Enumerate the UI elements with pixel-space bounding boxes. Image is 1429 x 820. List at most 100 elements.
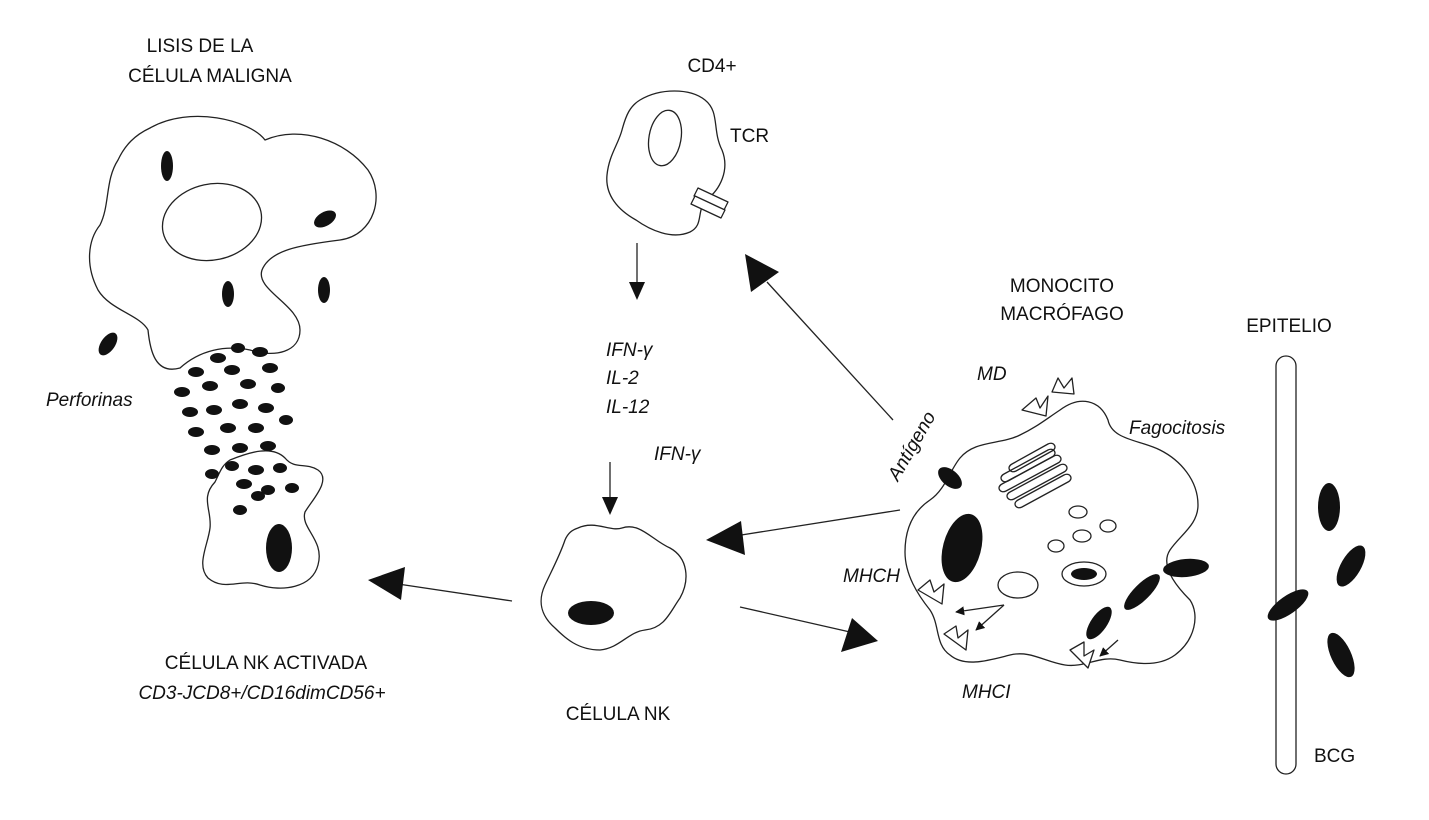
malignant-granule: [314, 210, 336, 228]
epithelium: [1267, 355, 1366, 775]
bcg-bacterium-entering: [1086, 606, 1112, 640]
perforin-granule: [202, 381, 218, 391]
cd4-cell-outline: [606, 90, 726, 236]
malignant-granule: [161, 151, 173, 181]
bcg-bacterium: [1267, 589, 1309, 621]
perforin-granule: [285, 483, 299, 493]
monocyte-label-line2: MACRÓFAGO: [1000, 303, 1124, 325]
bcg-bacterium-entering: [1163, 558, 1209, 578]
tcr-label: TCR: [730, 126, 769, 147]
vesicle: [1099, 519, 1117, 533]
malignant-cell: [88, 115, 377, 370]
mhch-receptor: [917, 579, 945, 605]
bcg-bacterium-entering: [1124, 574, 1160, 610]
malignant-granule: [318, 277, 330, 303]
perforin-granule: [271, 383, 285, 393]
vesicle: [1047, 539, 1065, 553]
malignant-cell-outline: [88, 115, 377, 370]
cytokine-label-3: IL-12: [606, 397, 650, 418]
activated-nk-label-line2: CD3-JCD8+/CD16dimCD56+: [138, 683, 385, 704]
nk-cell-outline: [540, 524, 687, 651]
epitelio-label: EPITELIO: [1246, 316, 1332, 337]
perforin-granule: [262, 363, 278, 373]
macrophage-nucleus: [941, 513, 983, 583]
perforin-granule: [210, 353, 226, 363]
monocyte-label-line1: MONOCITO: [1010, 276, 1114, 297]
cd4-t-cell: [606, 90, 729, 236]
arrow-nk-to-activated-nk: [368, 567, 513, 602]
cd4-label: CD4+: [687, 56, 736, 77]
perforin-granule: [174, 387, 190, 397]
activated-nk-nucleus: [266, 524, 292, 572]
md-receptor: [1051, 377, 1075, 395]
perforin-granule: [205, 469, 219, 479]
malignant-granule: [222, 281, 234, 307]
perforin-granule: [248, 465, 264, 475]
perforin-granule: [258, 403, 274, 413]
md-label: MD: [977, 364, 1007, 385]
presentation-arrow: [975, 604, 1005, 631]
macrophage-outline: [904, 400, 1199, 667]
antigen-particle: [938, 467, 962, 489]
ifn-gamma-label: IFN-γ: [654, 444, 702, 465]
bcg-label: BCG: [1314, 746, 1355, 767]
perforin-granule: [206, 405, 222, 415]
md-receptor: [1021, 395, 1049, 417]
cd4-nucleus: [647, 109, 683, 167]
perforin-granule: [240, 379, 256, 389]
phagosome: [997, 571, 1039, 599]
presentation-arrow: [955, 604, 1005, 616]
vesicle: [1068, 505, 1088, 519]
epithelium-bar: [1275, 355, 1297, 775]
perforin-granule: [204, 445, 220, 455]
lysis-label-line2: CÉLULA MALIGNA: [128, 66, 292, 87]
perforin-granule: [188, 367, 204, 377]
perforin-granule: [273, 463, 287, 473]
perforin-granule: [220, 423, 236, 433]
perforin-granule: [248, 423, 264, 433]
activated-nk-cell: [202, 450, 324, 589]
arrow-macrophage-to-cd4: [745, 254, 894, 421]
vesicle: [1072, 529, 1092, 543]
arrow-nk-to-macrophage: [739, 606, 878, 652]
lysis-label-line1: LISIS DE LA: [147, 36, 254, 57]
detached-granule: [98, 332, 118, 356]
perforin-granule: [252, 347, 268, 357]
activated-nk-outline: [202, 450, 324, 589]
arrow-macrophage-to-nk: [706, 509, 901, 555]
macrophage: [904, 377, 1209, 669]
bcg-bacterium: [1318, 483, 1340, 531]
perforin-granule: [225, 461, 239, 471]
activated-nk-label-line1: CÉLULA NK ACTIVADA: [165, 653, 368, 674]
nk-cell-label: CÉLULA NK: [566, 704, 671, 725]
cytokine-label-1: IFN-γ: [606, 340, 654, 361]
perforin-granule: [261, 485, 275, 495]
bcg-bacterium: [1336, 545, 1366, 587]
presentation-arrow: [1099, 639, 1119, 657]
perforin-granules: [174, 343, 299, 515]
fagocitosis-label: Fagocitosis: [1129, 418, 1226, 439]
perforin-granule: [236, 479, 252, 489]
bcg-bacterium: [1327, 632, 1355, 678]
perforin-granule: [182, 407, 198, 417]
perforin-granule: [188, 427, 204, 437]
perforin-granule: [231, 343, 245, 353]
perforin-granule: [251, 491, 265, 501]
perforin-granule: [260, 441, 276, 451]
mhci-label: MHCI: [962, 682, 1011, 703]
cytokine-label-2: IL-2: [606, 368, 639, 389]
endoplasmic-reticulum: [998, 442, 1072, 509]
perforin-granule: [279, 415, 293, 425]
perforin-granule: [233, 505, 247, 515]
mhci-receptor: [943, 625, 969, 651]
phagosome-with-bacterium: [1061, 561, 1107, 587]
perforin-granule: [232, 443, 248, 453]
nk-nucleus: [568, 601, 614, 625]
malignant-cell-nucleus: [161, 182, 263, 262]
mhch-label: MHCH: [843, 566, 900, 587]
arrow-cd4-to-cytokines: [629, 243, 645, 300]
perforinas-label: Perforinas: [46, 390, 133, 411]
mhci-receptor: [1069, 641, 1095, 669]
perforin-granule: [224, 365, 240, 375]
